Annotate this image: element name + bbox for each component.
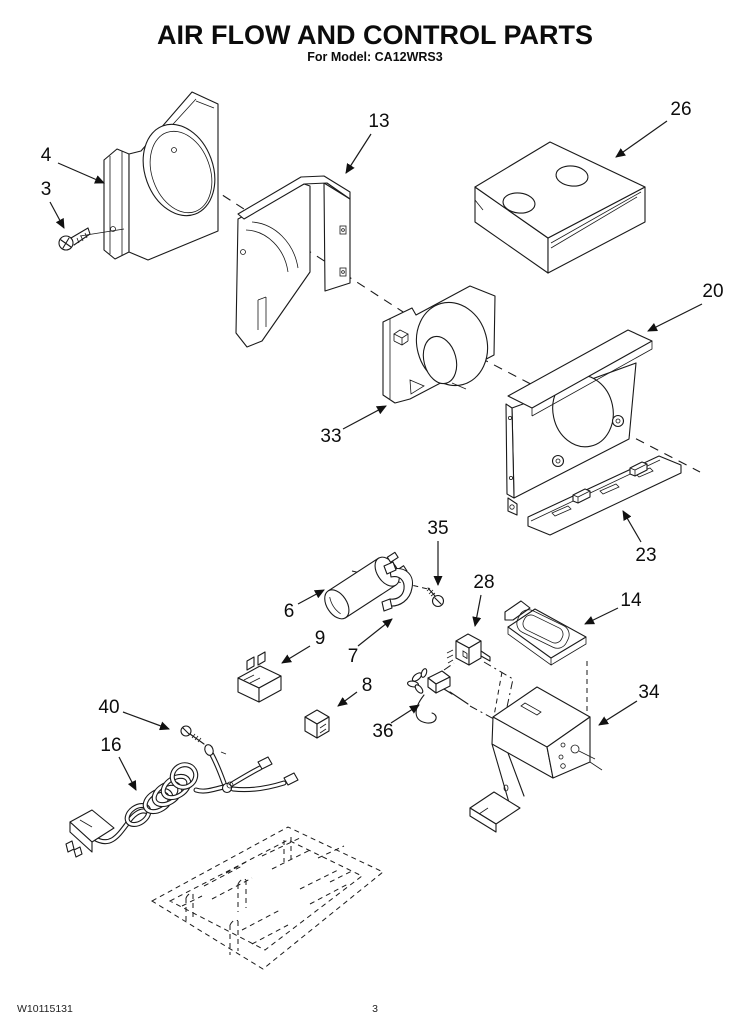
base-pan-phantom bbox=[151, 826, 384, 970]
part-number-label: 28 bbox=[473, 572, 494, 593]
part-number-label: 4 bbox=[41, 145, 52, 166]
part-number-label: 16 bbox=[100, 735, 121, 756]
part-36-thermostat bbox=[407, 668, 469, 724]
callout-leader-line bbox=[281, 645, 311, 664]
part-callout-13: 13 bbox=[345, 111, 390, 174]
part-callout-7: 7 bbox=[348, 618, 393, 667]
part-number-label: 40 bbox=[98, 697, 119, 718]
part-callout-3: 3 bbox=[41, 179, 65, 229]
part-callout-33: 33 bbox=[320, 405, 387, 447]
part-13-scroll-duct bbox=[235, 175, 351, 348]
callout-leader-line bbox=[57, 162, 105, 184]
part-number-label: 20 bbox=[702, 281, 723, 302]
callout-leader-line bbox=[615, 120, 668, 158]
callout-leader-line bbox=[622, 510, 642, 543]
part-number-label: 33 bbox=[320, 426, 341, 447]
part-8-block bbox=[304, 709, 330, 739]
part-callout-36: 36 bbox=[372, 704, 420, 742]
part-40-screw bbox=[180, 725, 205, 745]
part-6-capacitor bbox=[324, 551, 408, 620]
part-number-label: 26 bbox=[670, 99, 691, 120]
part-16-power-cord bbox=[65, 744, 299, 858]
part-number-label: 35 bbox=[427, 518, 448, 539]
callout-leader-line bbox=[345, 133, 372, 174]
callout-leader-line bbox=[598, 700, 638, 726]
part-callout-26: 26 bbox=[615, 99, 692, 158]
part-callout-23: 23 bbox=[622, 510, 657, 566]
part-35-screw bbox=[426, 587, 445, 608]
part-20-rear-panel bbox=[505, 329, 653, 516]
part-callout-16: 16 bbox=[100, 735, 137, 791]
part-9-terminal-block bbox=[237, 651, 282, 703]
part-number-label: 6 bbox=[284, 601, 295, 622]
callout-layer: 4 3 13 26 20 33 23 35 69 7 28 14 8 36 34 40 16 bbox=[41, 99, 724, 791]
callout-leader-line bbox=[584, 607, 619, 625]
callout-leader-line bbox=[357, 618, 393, 647]
page-title: AIR FLOW AND CONTROL PARTS bbox=[157, 20, 593, 50]
callout-leader-line bbox=[122, 711, 170, 731]
callout-leader-line bbox=[390, 704, 420, 724]
part-callout-28: 28 bbox=[472, 572, 495, 627]
callout-leader-line bbox=[297, 589, 325, 605]
part-26-top-cover bbox=[474, 141, 646, 274]
part-callout-8: 8 bbox=[337, 675, 373, 707]
part-number-label: 14 bbox=[620, 590, 642, 611]
model-subtitle: For Model: CA12WRS3 bbox=[307, 50, 443, 64]
part-number-label: 8 bbox=[362, 675, 373, 696]
part-callout-14: 14 bbox=[584, 590, 642, 625]
part-7-clamp bbox=[381, 561, 414, 612]
part-callout-40: 40 bbox=[98, 697, 170, 731]
part-callout-6: 6 bbox=[284, 589, 325, 622]
part-number-label: 3 bbox=[41, 179, 52, 200]
callout-leader-line bbox=[647, 303, 703, 332]
callout-leader-line bbox=[472, 594, 482, 627]
part-34-bracket-box bbox=[469, 686, 603, 833]
part-number-label: 36 bbox=[372, 721, 393, 742]
part-3-screw bbox=[58, 227, 125, 251]
part-callout-34: 34 bbox=[598, 682, 660, 726]
part-33-blower-scroll bbox=[382, 285, 496, 404]
callout-leader-line bbox=[337, 691, 358, 707]
part-number-label: 13 bbox=[368, 111, 389, 132]
part-number-label: 7 bbox=[348, 646, 359, 667]
part-28-switch bbox=[446, 633, 491, 666]
part-callout-20: 20 bbox=[647, 281, 724, 332]
part-14-control-cover bbox=[504, 600, 587, 666]
callout-leader-line bbox=[342, 405, 387, 430]
page-number: 3 bbox=[372, 1003, 378, 1015]
part-23-base-rail bbox=[527, 455, 682, 536]
document-number: W10115131 bbox=[17, 1003, 73, 1015]
part-number-label: 34 bbox=[638, 682, 660, 703]
part-4-front-panel bbox=[103, 91, 219, 261]
part-number-label: 23 bbox=[635, 545, 656, 566]
callout-leader-line bbox=[49, 201, 65, 229]
part-number-label: 9 bbox=[315, 628, 326, 649]
callout-leader-line bbox=[118, 756, 137, 791]
part-callout-35: 35 bbox=[427, 518, 449, 586]
part-callout-9: 9 bbox=[281, 628, 326, 664]
part-callout-4: 4 bbox=[41, 145, 105, 184]
